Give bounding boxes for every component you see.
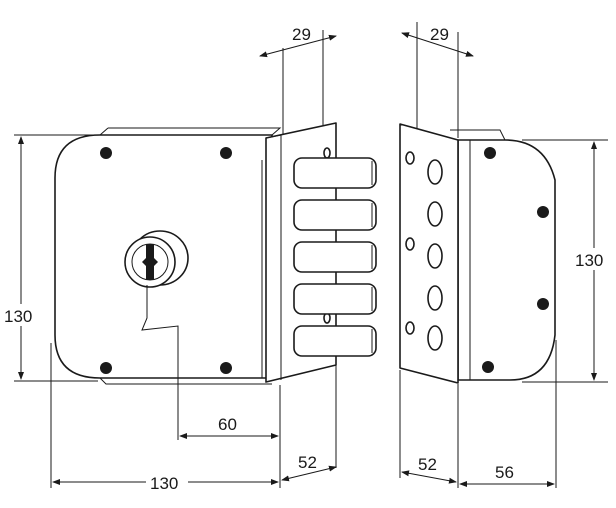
dim-label: 130 (4, 307, 32, 326)
dim-label: 130 (150, 474, 178, 493)
dim-label: 60 (218, 415, 237, 434)
dim-label: 52 (418, 455, 437, 474)
bolt-hole-3 (427, 243, 443, 269)
dim-top-right: 29 (401, 22, 474, 138)
dim-top-left: 29 (259, 25, 337, 135)
dim-key-offset: 60 (177, 345, 281, 488)
bolt-5 (293, 325, 377, 357)
screw-top-right (220, 147, 232, 159)
bolt-3 (293, 241, 377, 273)
bolt-hole-4 (427, 285, 443, 311)
bolt-hole-5 (427, 325, 443, 351)
screw-bottom-right (220, 362, 232, 374)
bolt-2 (293, 199, 377, 231)
keeper-screw-middle-top (537, 206, 549, 218)
dim-keeper-body-width: 56 (459, 340, 557, 488)
bolt-hole-2 (427, 201, 443, 227)
dim-label: 52 (298, 453, 317, 472)
bolt-hole-1 (427, 159, 443, 185)
dim-bolt-projection: 52 (281, 365, 337, 482)
bolt-4 (293, 283, 377, 315)
screw-bottom-left (100, 362, 112, 374)
keeper-screw-top (484, 147, 496, 159)
key-cylinder (124, 230, 189, 288)
dim-left-height: 130 (2, 134, 98, 382)
dim-label: 56 (495, 463, 514, 482)
dim-label: 29 (430, 25, 449, 44)
keeper-screw-bottom (482, 361, 494, 373)
bolt-1 (293, 157, 377, 189)
screw-top-left (100, 147, 112, 159)
lock-bolts (293, 157, 377, 357)
dim-body-width: 130 (50, 343, 279, 494)
keeper-plate (399, 123, 459, 384)
keeper-screw-middle-bottom (537, 298, 549, 310)
section-break-line (141, 285, 179, 345)
dim-right-height: 130 (522, 139, 614, 383)
keeper-body (450, 129, 556, 381)
dim-label: 130 (575, 251, 603, 270)
dim-keeper-depth: 52 (399, 370, 459, 488)
dim-label: 29 (292, 25, 311, 44)
keyhole-icon (142, 244, 158, 280)
